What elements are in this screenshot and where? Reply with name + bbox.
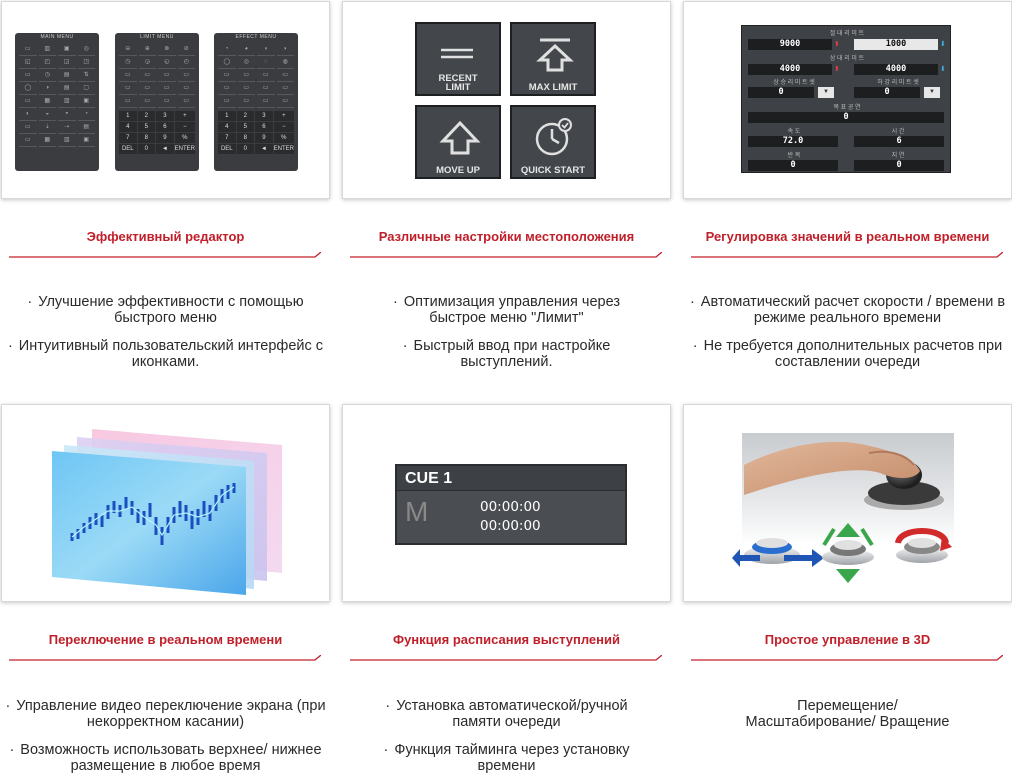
feature-4-bullet-1: Управление видео переключение экрана (пр… xyxy=(16,698,326,730)
switch-screens-graphic xyxy=(52,429,282,595)
feature-title-6: Простое управление в 3D xyxy=(764,632,931,647)
cue-time-1: 00:00:00 xyxy=(480,499,541,515)
limit-menu-title: LIMIT MENU xyxy=(140,34,174,40)
repeat-label: 반 복 xyxy=(787,153,801,159)
max-limit-label: MAX LIMIT xyxy=(528,82,578,93)
feature-2-bullet-2: Быстрый ввод при настройке выступлений. xyxy=(413,338,611,370)
feature-title-1: Эффективный редактор xyxy=(86,229,245,244)
time-label: 시 간 xyxy=(891,129,905,135)
time-value: 6 xyxy=(854,136,944,147)
recent-limit-label: RECENT LIMIT xyxy=(438,73,478,93)
speed-label: 속 도 xyxy=(787,129,801,135)
arrow-down-icon-2: ⬇ xyxy=(940,66,946,73)
quick-start-tile: QUICK START xyxy=(510,105,596,179)
delay-label: 지 연 xyxy=(891,153,905,159)
move-up-icon xyxy=(439,120,481,155)
feature-title-3: Регулировка значений в реальном времени xyxy=(705,229,990,244)
feature-4-bullet-2: Возможность использовать верхнее/ нижнее… xyxy=(20,742,322,774)
title-underline-5 xyxy=(350,655,662,661)
feature-desc-2: ·Оптимизация управления через быстрое ме… xyxy=(393,294,620,370)
feature-desc-5: ·Установка автоматической/ручной памяти … xyxy=(383,698,630,774)
card-efficient-editor: MAIN MENU ▭▥▣◎ ◱◰◲◳ ▭◷▤⇅ ◯◑▤▢ ▭▦▥▣ ◐◒◓◔ … xyxy=(1,1,330,199)
main-menu-grid: ▭▥▣◎ ◱◰◲◳ ▭◷▤⇅ ◯◑▤▢ ▭▦▥▣ ◐◒◓◔ ▭⇣⇢▤ ▭▦▥▣ xyxy=(15,42,99,150)
lower-limit-set-value: 0 xyxy=(854,87,920,98)
recent-limit-tile: RECENT LIMIT xyxy=(415,22,501,96)
move-up-label: MOVE UP xyxy=(436,165,480,176)
lower-limit-set-label: 하 강 리 미 트 셋 xyxy=(877,80,919,86)
title-underline-3 xyxy=(691,252,1003,258)
limit-menu-grid: ⊖⊕⊗⊘ ◷◶◵◴ ▭▭▭▭ ▭▭▭▭ ▭▭▭▭ xyxy=(115,42,199,111)
max-limit-tile: MAX LIMIT xyxy=(510,22,596,96)
recent-limit-icon xyxy=(441,48,473,59)
cue-title: CUE 1 xyxy=(397,466,625,491)
effect-menu-grid: ◔◕◖◗ ◯◎◌◍ ▭▭▭▭ ▭▭▭▭ ▭▭▭▭ xyxy=(214,42,298,111)
feature-title-4: Переключение в реальном времени xyxy=(48,632,283,647)
repeat-value: 0 xyxy=(748,160,838,171)
feature-desc-6: Перемещение/Масштабирование/ Вращение xyxy=(683,698,1012,742)
target-perf-value: 0 xyxy=(748,112,944,123)
card-schedule: CUE 1 M 00:00:00 00:00:00 xyxy=(342,404,671,602)
feature-2-bullet-1: Оптимизация управления через быстрое мен… xyxy=(403,294,620,326)
cue-panel: CUE 1 M 00:00:00 00:00:00 xyxy=(395,464,627,545)
feature-6-bullet-1: Перемещение/Масштабирование/ Вращение xyxy=(745,698,950,730)
lower-dropdown-icon[interactable]: ▼ xyxy=(924,87,940,98)
3d-mouse-graphic xyxy=(732,433,954,583)
title-underline-4 xyxy=(9,655,321,661)
arrow-up-icon: ⬆ xyxy=(834,41,840,48)
feature-title-5: Функция расписания выступлений xyxy=(392,632,621,647)
feature-5-bullet-1: Установка автоматической/ручной памяти о… xyxy=(396,698,628,730)
value-panel: 절 대 리 미 트 9000 ⬆ 1000 ⬇ 상 대 리 미 트 4000 ⬆… xyxy=(741,25,951,173)
feature-3-bullet-1: Автоматический расчет скорости / времени… xyxy=(700,294,1006,326)
cue-mode: M xyxy=(405,496,429,527)
max-limit-icon xyxy=(536,38,574,72)
feature-desc-4: ·Управление видео переключение экрана (п… xyxy=(5,698,326,774)
target-perf-label: 목 표 공 연 xyxy=(833,105,861,111)
title-underline-2 xyxy=(350,252,662,258)
quick-start-icon xyxy=(535,118,572,156)
arrow-down-icon: ⬇ xyxy=(940,41,946,48)
card-location-settings: RECENT LIMIT MAX LIMIT MOVE UP QUICK STA… xyxy=(342,1,671,199)
main-menu-panel: MAIN MENU ▭▥▣◎ ◱◰◲◳ ▭◷▤⇅ ◯◑▤▢ ▭▦▥▣ ◐◒◓◔ … xyxy=(15,33,99,171)
feature-desc-1: ·Улучшение эффективности с помощью быстр… xyxy=(7,294,324,370)
main-menu-title: MAIN MENU xyxy=(40,34,74,40)
feature-3-bullet-2: Не требуется дополнительных расчетов при… xyxy=(703,338,1003,370)
card-3d-control xyxy=(683,404,1012,602)
speed-value: 72.0 xyxy=(748,136,838,147)
rel-limit-value-2: 4000 xyxy=(854,64,938,75)
delay-value: 0 xyxy=(854,160,944,171)
feature-1-bullet-1: Улучшение эффективности с помощью быстро… xyxy=(38,294,304,326)
upper-limit-set-label: 상 승 리 미 트 셋 xyxy=(773,80,815,86)
feature-5-bullet-2: Функция тайминга через установку времени xyxy=(394,742,630,774)
abs-limit-value-1: 9000 xyxy=(748,39,832,50)
cue-time-2: 00:00:00 xyxy=(480,518,541,534)
upper-limit-set-value: 0 xyxy=(748,87,814,98)
abs-limit-value-2: 1000 xyxy=(854,39,938,50)
abs-limit-label: 절 대 리 미 트 xyxy=(829,31,865,37)
quick-start-label: QUICK START xyxy=(520,165,586,176)
card-realtime-values: 절 대 리 미 트 9000 ⬆ 1000 ⬇ 상 대 리 미 트 4000 ⬆… xyxy=(683,1,1012,199)
feature-1-bullet-2: Интуитивный пользовательский интерфейс с… xyxy=(18,338,324,370)
arrow-up-icon-2: ⬆ xyxy=(834,66,840,73)
title-underline-1 xyxy=(9,252,321,258)
move-up-tile: MOVE UP xyxy=(415,105,501,179)
card-realtime-switch xyxy=(1,404,330,602)
title-underline-6 xyxy=(691,655,1003,661)
upper-dropdown-icon[interactable]: ▼ xyxy=(818,87,834,98)
effect-menu-title: EFFECT MENU xyxy=(235,34,277,40)
feature-desc-3: ·Автоматический расчет скорости / времен… xyxy=(689,294,1006,370)
feature-title-2: Различные настройки местоположения xyxy=(378,229,635,244)
rel-limit-label: 상 대 리 미 트 xyxy=(829,56,865,62)
rel-limit-value-1: 4000 xyxy=(748,64,832,75)
